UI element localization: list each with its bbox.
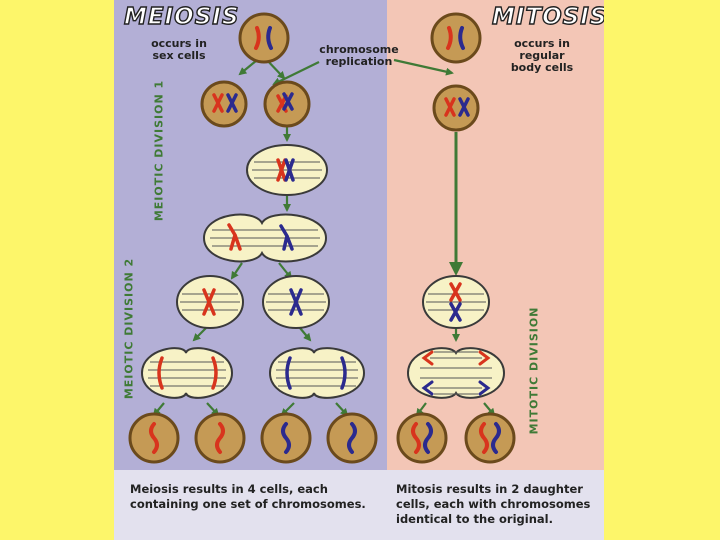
note-line: occurs in bbox=[151, 37, 207, 50]
caption-line: Mitosis results in 2 daughter bbox=[396, 482, 583, 496]
arrow bbox=[192, 327, 207, 342]
diagram-drawing bbox=[128, 12, 516, 464]
arrow bbox=[335, 402, 349, 417]
meiosis-caption: Meiosis results in 4 cells, each contain… bbox=[130, 482, 366, 512]
mitotic-division-label: MITOTIC DIVISION bbox=[527, 306, 541, 435]
meiosis-location-note: occurs in sex cells bbox=[144, 38, 214, 62]
cell-meiosis-anaphase2-right bbox=[268, 347, 366, 399]
note-line: chromosome bbox=[319, 43, 399, 56]
note-line: occurs in bbox=[514, 37, 570, 50]
cell-mitosis-result-2 bbox=[464, 412, 516, 464]
cell-meiosis-anaphase2-left bbox=[140, 347, 234, 399]
cell-mitosis-start bbox=[430, 12, 482, 64]
cell-meiosis-replicated-right bbox=[263, 80, 311, 128]
arrow bbox=[299, 327, 312, 342]
cell-meiosis-start bbox=[238, 12, 290, 64]
mitosis-title: MITOSIS bbox=[491, 3, 604, 30]
caption-line: Meiosis results in 4 cells, each bbox=[130, 482, 328, 496]
cell-mitosis-metaphase bbox=[422, 275, 490, 329]
arrow bbox=[393, 58, 454, 76]
cell-meiosis-division2-right bbox=[262, 275, 330, 329]
mitosis-location-note: occurs in regular body cells bbox=[502, 38, 582, 74]
cell-meiosis-result-1 bbox=[128, 412, 180, 464]
note-line: body cells bbox=[510, 61, 574, 74]
arrow bbox=[230, 262, 243, 280]
replication-note: chromosome replication bbox=[314, 44, 404, 68]
meiosis-title: MEIOSIS bbox=[123, 3, 240, 30]
cell-meiosis-pairing bbox=[246, 144, 328, 196]
cell-meiosis-result-4 bbox=[326, 412, 378, 464]
caption-line: identical to the original. bbox=[396, 512, 553, 526]
cell-mitosis-anaphase bbox=[406, 347, 506, 399]
meiotic-division-2-label: MEIOTIC DIVISION 2 bbox=[122, 257, 136, 400]
cell-meiosis-division1-separating bbox=[202, 213, 328, 263]
arrow bbox=[278, 262, 293, 280]
caption-band bbox=[114, 470, 604, 540]
note-line: regular bbox=[519, 49, 565, 62]
caption-line: cells, each with chromosomes bbox=[396, 497, 591, 511]
cell-meiosis-result-3 bbox=[260, 412, 312, 464]
cell-meiosis-replicated-left bbox=[200, 80, 248, 128]
cell-mitosis-replicated bbox=[432, 84, 480, 132]
cell-mitosis-result-1 bbox=[396, 412, 448, 464]
note-line: sex cells bbox=[152, 49, 206, 62]
mitosis-caption: Mitosis results in 2 daughter cells, eac… bbox=[396, 482, 590, 527]
meiotic-division-1-label: MEIOTIC DIVISION 1 bbox=[152, 79, 166, 222]
note-line: replication bbox=[325, 55, 393, 68]
arrow bbox=[272, 61, 320, 85]
cell-meiosis-result-2 bbox=[194, 412, 246, 464]
cell-meiosis-division2-left bbox=[176, 275, 244, 329]
caption-line: containing one set of chromosomes. bbox=[130, 497, 366, 511]
meiosis-mitosis-diagram: MEIOSIS MITOSIS occurs in sex cells occu… bbox=[114, 0, 604, 540]
